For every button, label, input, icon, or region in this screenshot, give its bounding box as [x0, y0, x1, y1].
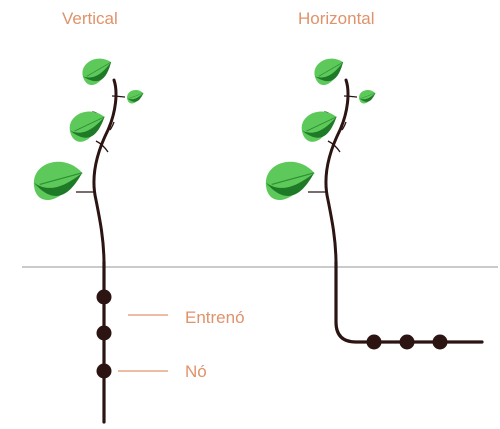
node-dot-icon: [96, 363, 112, 379]
vertical-petiole: [109, 121, 115, 131]
node-dot-icon: [399, 334, 415, 350]
leaf-icon: [33, 161, 83, 201]
node-dot-icon: [96, 325, 112, 341]
vertical-aerial-stem: [92, 78, 118, 266]
node-label: Nó: [185, 362, 207, 381]
horizontal-petiole: [341, 121, 347, 131]
horizontal-petiole: [327, 140, 341, 153]
horizontal-aerial-stem: [324, 78, 350, 266]
horizontal-underground-stem: [334, 260, 484, 344]
leaf-icon: [265, 161, 315, 201]
leaf-icon: [359, 90, 376, 104]
leaf-icon: [301, 111, 337, 142]
leaf-icon: [69, 111, 105, 142]
leaf-icon: [314, 58, 344, 85]
leaf-icon: [82, 58, 112, 85]
title-horizontal: Horizontal: [298, 9, 375, 28]
horizontal-plant: [265, 58, 484, 350]
title-vertical: Vertical: [62, 9, 118, 28]
vertical-petiole: [95, 140, 109, 153]
node-dot-icon: [432, 334, 448, 350]
leaf-icon: [127, 90, 144, 104]
horizontal-petiole: [343, 95, 358, 98]
node-dot-icon: [366, 334, 382, 350]
vertical-petiole: [111, 95, 126, 98]
vertical-plant: [33, 58, 168, 424]
node-dot-icon: [96, 289, 112, 305]
internode-label: Entrenó: [185, 308, 245, 327]
